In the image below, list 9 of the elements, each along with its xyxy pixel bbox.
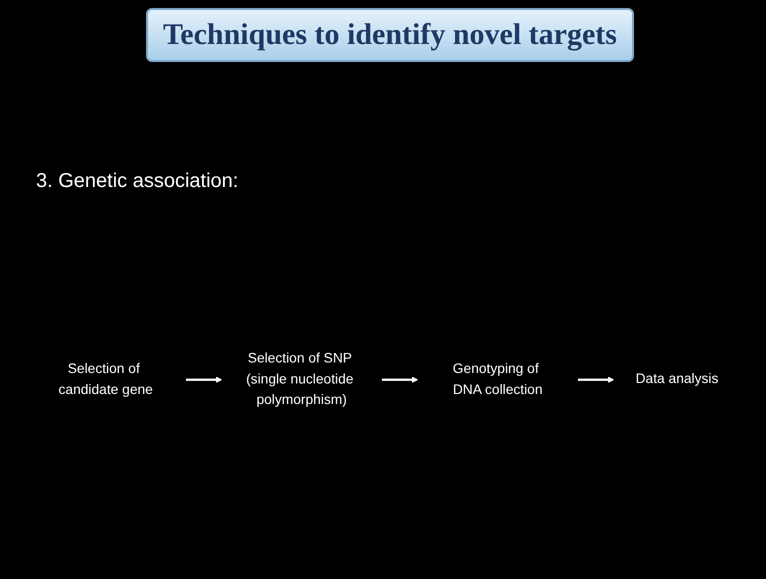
arrow bbox=[578, 376, 614, 384]
node-text: Selection of SNP (single nucleotide polymorphism) bbox=[246, 351, 354, 408]
node-text: Selection of candidate gene bbox=[58, 361, 153, 398]
arrow bbox=[382, 376, 418, 384]
node-text: Data analysis bbox=[636, 372, 718, 388]
slide-title: Techniques to identify novel targets bbox=[146, 8, 634, 62]
section-heading: 3. Genetic association: bbox=[36, 170, 238, 193]
node-text: Genotyping of DNA collection bbox=[452, 361, 543, 398]
arrow bbox=[186, 376, 222, 384]
